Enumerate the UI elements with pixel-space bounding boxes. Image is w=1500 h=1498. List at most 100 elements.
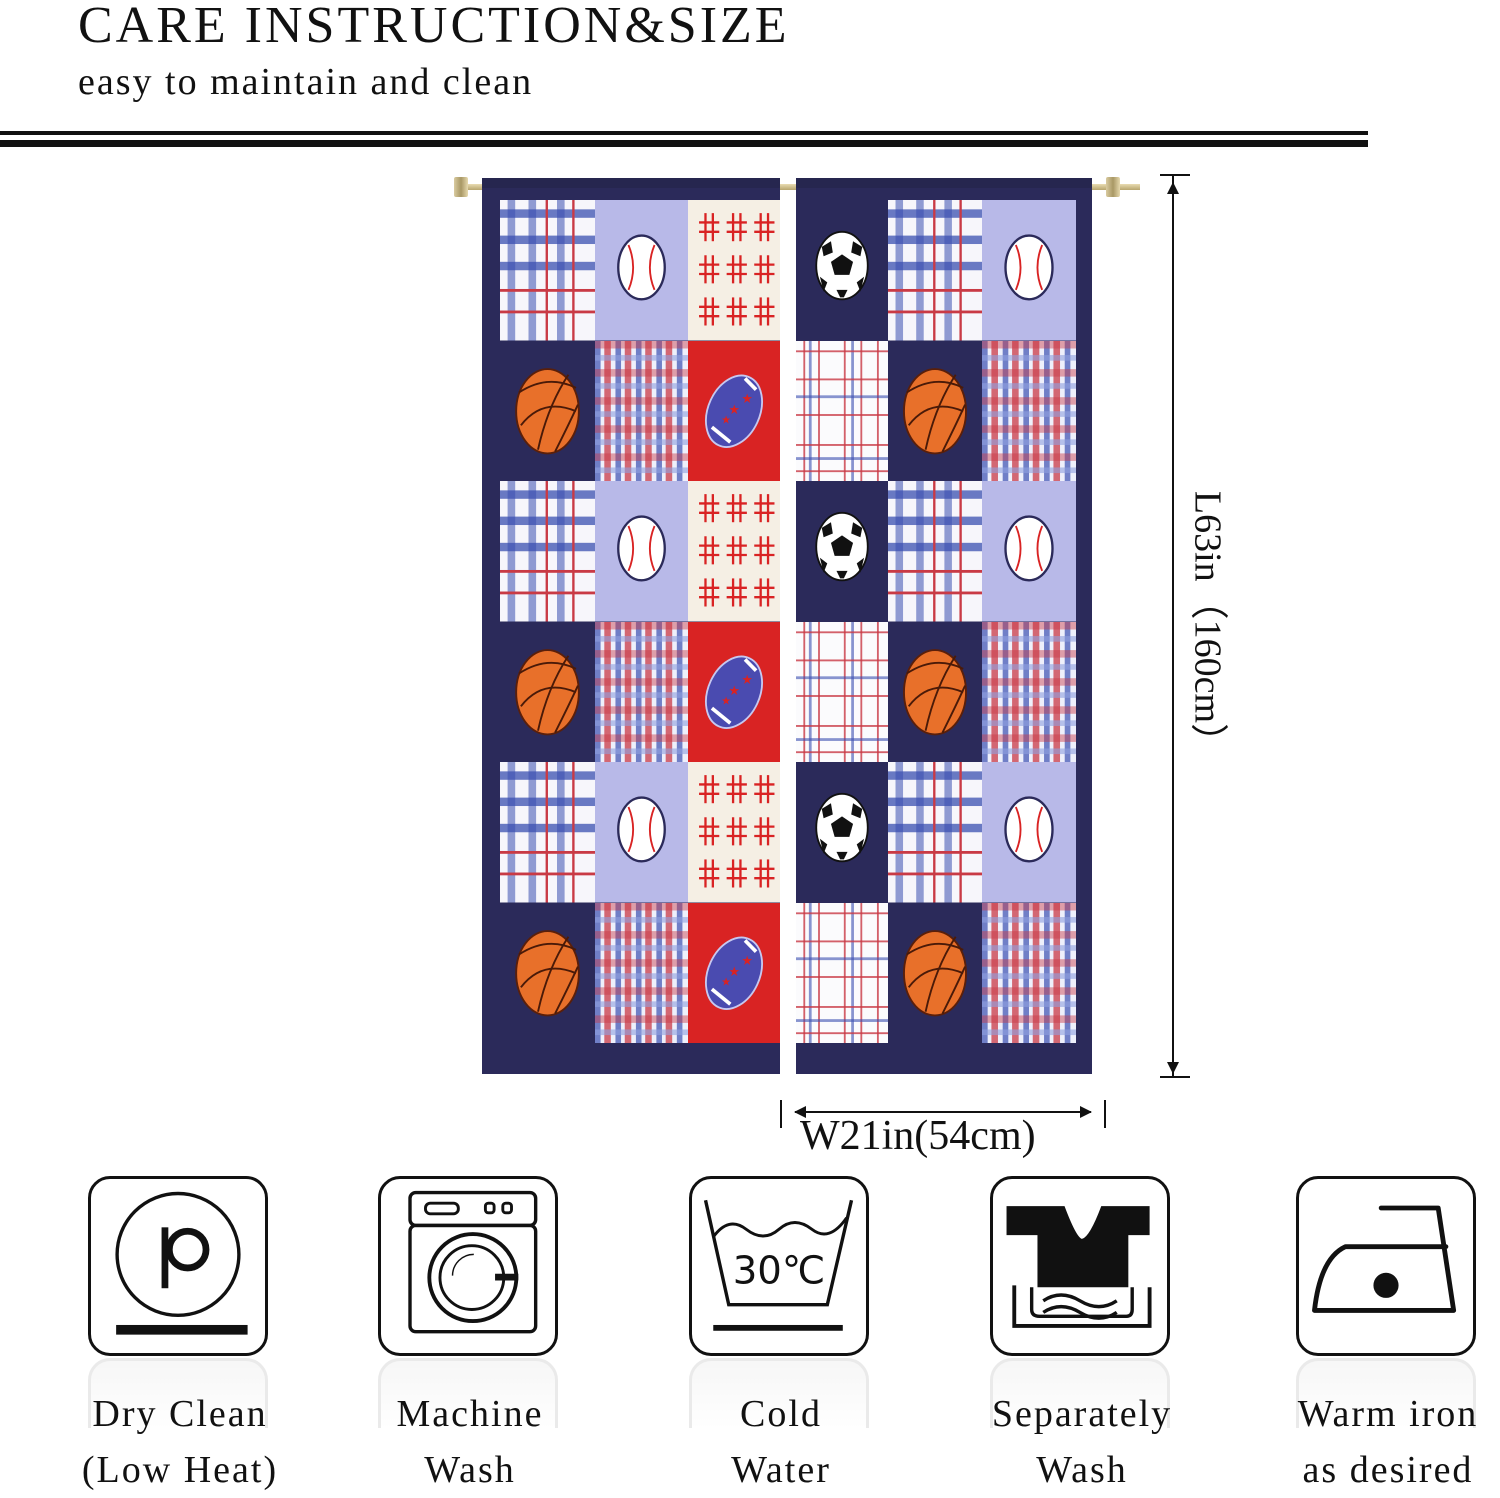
rod-finial-right — [1106, 177, 1120, 197]
patch-baseball — [982, 481, 1076, 622]
care-label-line2: Water — [731, 1449, 831, 1491]
care-label-line1: Dry Clean — [92, 1393, 268, 1435]
rod-pocket — [482, 178, 780, 188]
plaid-blue-pattern — [500, 200, 595, 341]
width-dimension-cap-left — [780, 1100, 782, 1128]
patch-basketball — [500, 621, 595, 762]
curtain-panel-right — [796, 178, 1092, 1074]
care-label: Dry Clean (Low Heat) — [82, 1386, 278, 1498]
plaid-red-pattern — [595, 621, 688, 762]
plaid-blue-pattern — [888, 200, 982, 341]
basketball-pattern — [500, 621, 595, 762]
arrow-left-icon — [794, 1106, 806, 1118]
patch-baseball — [982, 762, 1076, 903]
hash-pattern — [688, 481, 780, 622]
patch-hash — [688, 200, 780, 341]
patch-plaid-light — [796, 340, 888, 481]
svg-text:★: ★ — [741, 391, 753, 406]
length-label: L63in（160cm） — [1186, 490, 1229, 762]
plaid-red-pattern — [982, 621, 1076, 762]
plaid-blue-pattern — [888, 762, 982, 903]
patch-plaid-red — [982, 902, 1076, 1043]
care-label-line2: Wash — [1036, 1449, 1128, 1491]
patch-baseball — [595, 481, 688, 622]
plaid-red-pattern — [982, 340, 1076, 481]
basketball-pattern — [500, 902, 595, 1043]
svg-text:★: ★ — [721, 694, 731, 707]
length-dimension-line — [1172, 176, 1174, 1076]
arrow-up-icon — [1167, 182, 1179, 194]
patch-basketball — [500, 902, 595, 1043]
plaid-red-pattern — [595, 340, 688, 481]
patch-football: ★★★ — [688, 340, 780, 481]
patch-plaid-blue — [888, 481, 982, 622]
patch-basketball — [888, 340, 982, 481]
washing-machine-icon — [378, 1176, 558, 1356]
care-item-machine-wash: Machine Wash — [378, 1176, 562, 1491]
svg-text:★: ★ — [721, 975, 731, 988]
hash-pattern — [688, 762, 780, 903]
plaid-blue-pattern — [500, 481, 595, 622]
care-label-line1: Cold — [740, 1393, 822, 1435]
curtain-panel-left: ★★★ — [482, 178, 780, 1074]
length-dimension-cap-bottom — [1160, 1076, 1190, 1078]
baseball-pattern — [595, 200, 688, 341]
patch-plaid-light — [796, 621, 888, 762]
patch-plaid-blue — [888, 762, 982, 903]
patch-plaid-red — [595, 902, 688, 1043]
care-item-dry-clean: Dry Clean (Low Heat) — [82, 1176, 276, 1491]
care-item-warm-iron: Warm iron as desired — [1296, 1176, 1480, 1491]
patch-plaid-red — [982, 621, 1076, 762]
patch-football: ★★★ — [688, 621, 780, 762]
plaid-light-pattern — [796, 621, 888, 762]
svg-text:★: ★ — [728, 964, 740, 979]
care-label: Warm iron as desired — [1298, 1386, 1479, 1498]
patch-baseball — [595, 762, 688, 903]
care-label: Separately Wash — [992, 1386, 1172, 1498]
svg-text:★: ★ — [728, 402, 740, 417]
patch-plaid-blue — [500, 200, 595, 341]
patch-plaid-red — [982, 340, 1076, 481]
patch-baseball — [982, 200, 1076, 341]
baseball-pattern — [982, 481, 1076, 622]
width-dimension-cap-right — [1104, 1100, 1106, 1128]
basketball-pattern — [888, 902, 982, 1043]
care-label-line1: Machine — [396, 1393, 544, 1435]
patch-plaid-blue — [888, 200, 982, 341]
header-rule-thick — [0, 140, 1368, 147]
plaid-light-pattern — [796, 340, 888, 481]
page-subtitle: easy to maintain and clean — [78, 61, 534, 103]
patch-baseball — [595, 200, 688, 341]
rod-pocket — [796, 178, 1092, 188]
plaid-red-pattern — [982, 902, 1076, 1043]
patch-plaid-blue — [500, 762, 595, 903]
soccer-pattern — [796, 481, 888, 622]
care-item-cold-water: 30℃ Cold Water — [689, 1176, 873, 1491]
svg-text:★: ★ — [741, 953, 753, 968]
patch-soccer — [796, 762, 888, 903]
care-label-line1: Separately — [991, 1393, 1173, 1435]
width-dimension-line — [795, 1111, 1091, 1113]
plaid-red-pattern — [595, 902, 688, 1043]
patch-plaid-red — [595, 621, 688, 762]
wash-tub-30c-icon: 30℃ — [689, 1176, 869, 1356]
svg-text:★: ★ — [721, 413, 731, 426]
basketball-pattern — [888, 340, 982, 481]
icon-reflection — [1296, 1358, 1476, 1428]
patch-hash — [688, 762, 780, 903]
basketball-pattern — [500, 340, 595, 481]
header-rule-thin — [0, 131, 1368, 135]
care-label-line2: Wash — [424, 1449, 516, 1491]
care-label-line1: Warm iron — [1297, 1393, 1479, 1435]
patch-plaid-red — [595, 340, 688, 481]
arrow-down-icon — [1167, 1062, 1179, 1074]
patch-plaid-blue — [500, 481, 595, 622]
icon-reflection — [990, 1358, 1170, 1428]
care-label: Machine Wash — [397, 1386, 544, 1498]
care-label-line2: (Low Heat) — [81, 1449, 279, 1491]
patch-basketball — [888, 621, 982, 762]
arrow-right-icon — [1080, 1106, 1092, 1118]
svg-text:★: ★ — [741, 672, 753, 687]
football-pattern: ★★★ — [688, 902, 780, 1043]
svg-text:★: ★ — [728, 683, 740, 698]
